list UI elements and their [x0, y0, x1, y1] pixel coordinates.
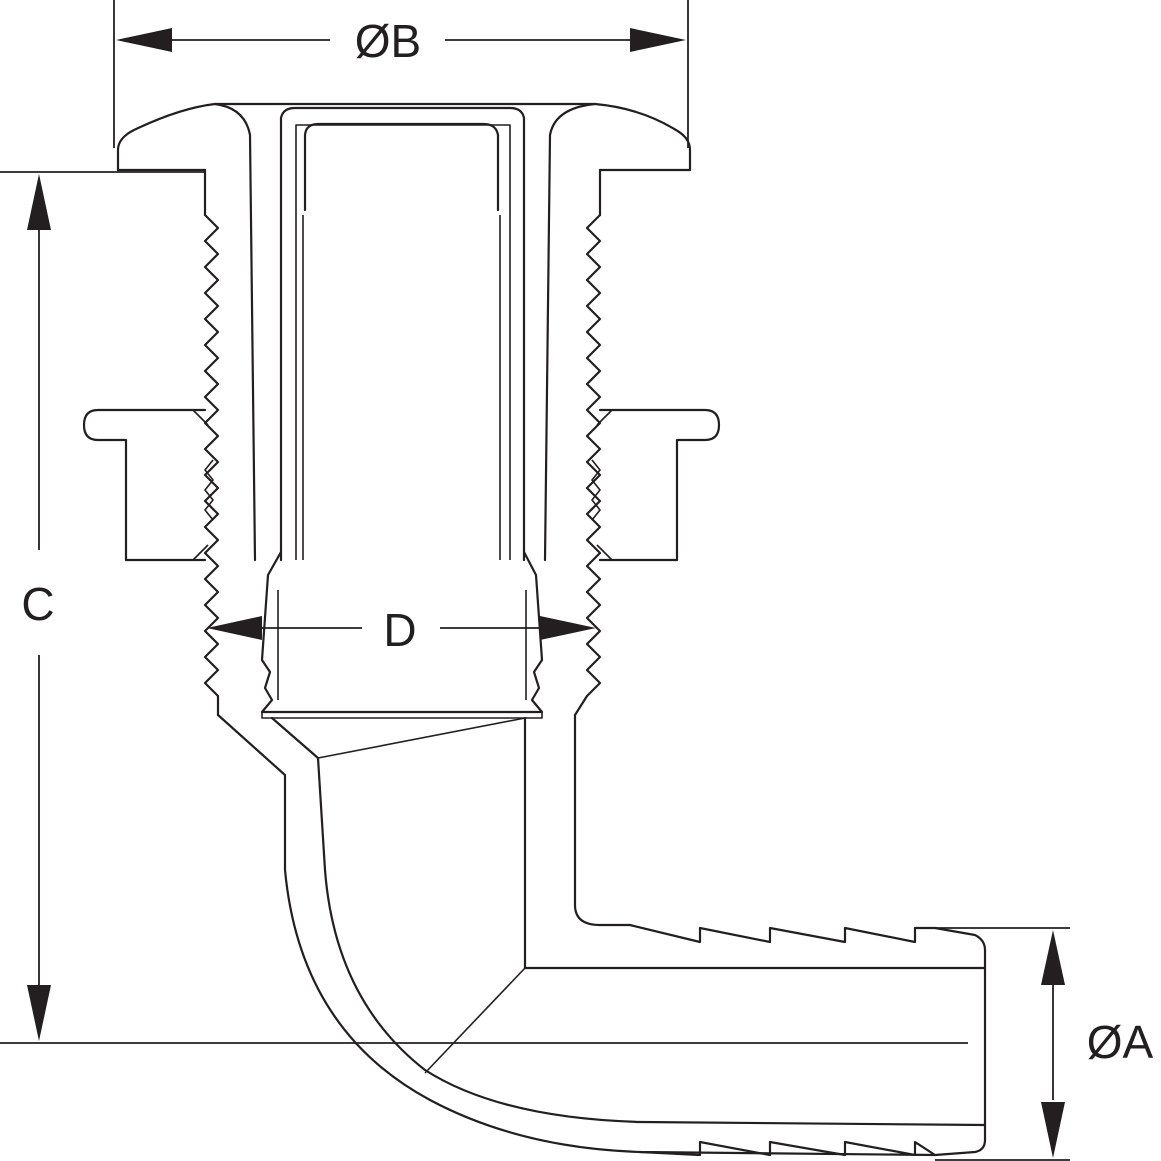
left-thread — [203, 213, 220, 717]
dimension-c-label: C — [21, 578, 54, 630]
arrow-left-icon — [207, 616, 262, 640]
dimension-d-label: D — [383, 604, 416, 656]
arrow-up-icon — [27, 174, 51, 230]
inner-seat — [260, 550, 544, 719]
barbed-hose-tail — [628, 923, 987, 1157]
dimension-b: ØB — [113, 0, 689, 148]
dimension-d: D — [207, 604, 596, 656]
arrow-down-icon — [1041, 1102, 1065, 1158]
arrow-right-icon — [630, 28, 686, 52]
dimension-b-label: ØB — [355, 15, 421, 67]
dimension-a-label: ØA — [1087, 1016, 1154, 1068]
dimension-c: C — [0, 171, 968, 1044]
right-thread — [573, 213, 602, 717]
arrow-up-icon — [1041, 930, 1065, 985]
inner-tube — [279, 106, 526, 562]
lock-nut-right — [591, 408, 721, 562]
elbow-body — [216, 713, 987, 1157]
lock-nut-left — [82, 408, 214, 562]
arrow-left-icon — [116, 28, 172, 52]
flange-head — [116, 102, 692, 562]
dimension-a: ØA — [935, 927, 1154, 1161]
arrow-right-icon — [540, 616, 596, 640]
arrow-down-icon — [27, 985, 51, 1041]
